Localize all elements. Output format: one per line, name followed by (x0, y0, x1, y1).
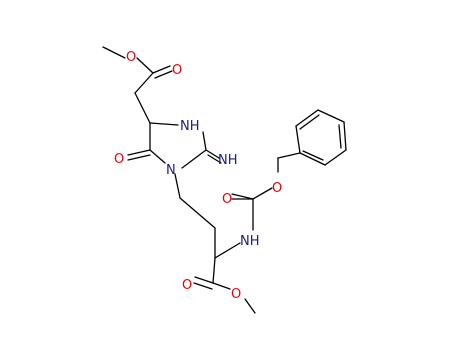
atom-o-ester-top-double: O (172, 63, 182, 78)
bond (194, 276, 214, 284)
atom-o-ring-carbonyl: O (114, 152, 124, 167)
bond (181, 149, 207, 169)
atom-nh-ring: NH (180, 119, 200, 134)
bond (202, 131, 207, 151)
atom-o-cbz-ether: O (272, 181, 282, 196)
bond (299, 114, 320, 130)
atom-imine-nh: NH (218, 153, 238, 168)
atom-nh-amide: NH (240, 234, 260, 249)
bond (179, 197, 216, 229)
bond (299, 152, 326, 166)
bonds (102, 46, 347, 314)
bond (127, 149, 151, 156)
atom-o-cbz-carbonyl: O (222, 192, 232, 207)
atom-o-ester-bottom-single: O (231, 287, 241, 302)
bond (134, 92, 151, 124)
bond (317, 109, 345, 123)
bond (252, 187, 273, 200)
bond (205, 149, 220, 159)
bond (277, 152, 301, 159)
bond (154, 70, 173, 79)
atom-labels: O O O NH NH N O O NH O O (114, 50, 282, 302)
bond (127, 154, 151, 161)
atom-n-ring: N (166, 163, 176, 178)
bond (231, 193, 254, 200)
bond (174, 173, 181, 199)
atom-o-ester-bottom-double: O (182, 278, 192, 293)
bond (212, 257, 216, 284)
bond (343, 121, 347, 151)
bond (338, 124, 342, 149)
bond (152, 65, 171, 74)
bond (212, 282, 231, 290)
bond (193, 282, 213, 290)
bond (295, 109, 319, 127)
bond (102, 46, 126, 59)
atom-o-ester-top-single: O (126, 50, 136, 65)
bond (149, 149, 166, 164)
bond (324, 149, 347, 166)
bond (149, 122, 179, 126)
bond (136, 57, 154, 74)
bond (134, 72, 154, 94)
bond (295, 125, 301, 154)
bond (302, 150, 324, 161)
bond (244, 298, 256, 314)
bond (207, 154, 222, 164)
bond (214, 242, 241, 259)
